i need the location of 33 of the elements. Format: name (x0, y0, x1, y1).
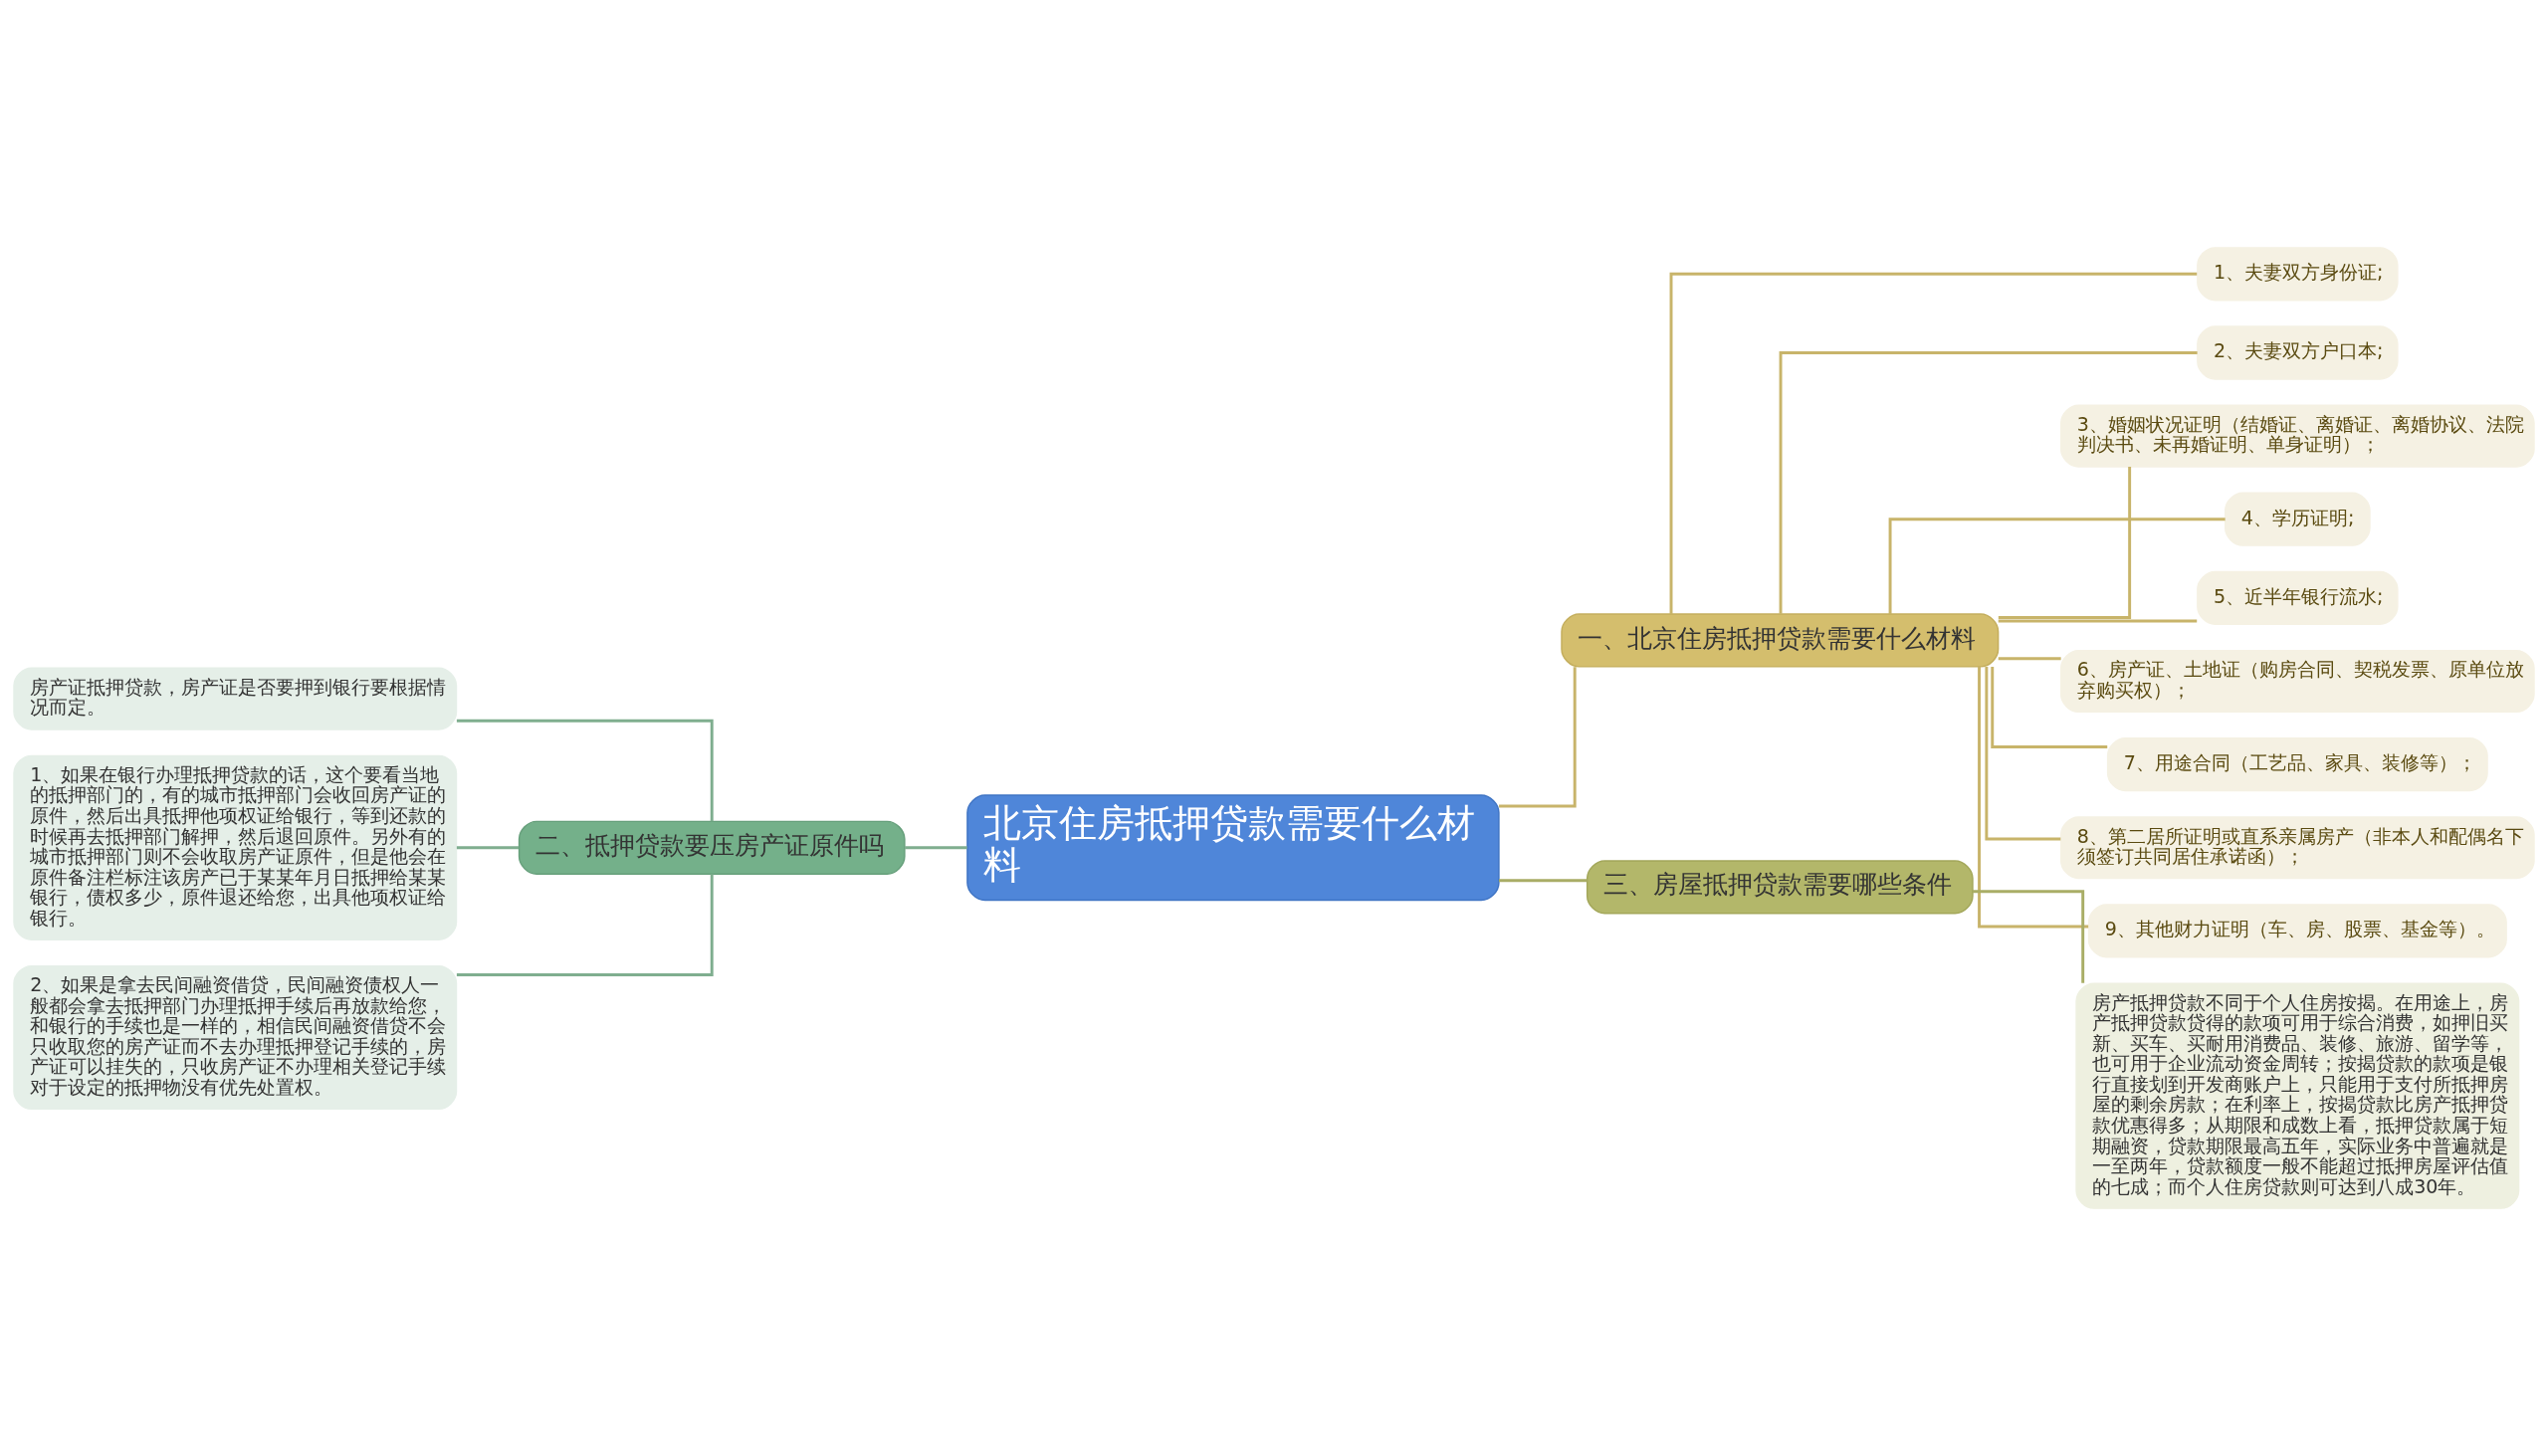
connector (1498, 879, 1588, 883)
connector (456, 719, 714, 822)
connector (1978, 667, 2089, 929)
node-box: 4、学历证明; (2225, 492, 2371, 546)
connector (1991, 666, 2108, 749)
node-box: 房产证抵押贷款，房产证是否要押到银行要根据情况而定。 (13, 667, 458, 730)
connector (1888, 518, 2226, 615)
connector (456, 846, 520, 850)
node-box: 9、其他财力证明（车、房、股票、基金等）。 (2087, 904, 2507, 958)
connector (1669, 272, 2198, 614)
node-box: 3、婚姻状况证明（结婚证、离婚证、离婚协议、法院判决书、未再婚证明、单身证明）； (2059, 404, 2535, 468)
node-box: 房产抵押贷款不同于个人住房按揭。在用途上，房产抵押贷款贷得的款项可用于综合消费，如押旧买新、买车、买耐用消费品、装修、旅游、留学等，也可用于企业流动资金周转；按揭贷款的款项是银行直接划到开发商账户上，只能用于支付所抵押房屋的剩余房款；在利率上，按揭贷款比房产抵押贷款优惠得多；从期限和成数上看，抵押贷款属于短期融资，贷款期限最高五年，实际业务中普遍就是一至两年，贷款额度一般不能超过抵押房屋评估值的七成；而个人住房贷款则可达到八成30年。 (2075, 982, 2520, 1209)
node-box: 1、如果在银行办理抵押贷款的话，这个要看当地的抵押部门的，有的城市抵押部门会收回房产证的原件，然后出具抵押他项权证给银行，等到还款的时候再去抵押部门解押，然后退回原件。另外有的城市抵押部门则不会收取房产证原件，但是他会在原件备注栏标注该房产已于某某年月日抵押给某某银行，债权多少，原件退还给您，出具他项权证给银行。 (13, 754, 458, 940)
connector (1998, 467, 2132, 619)
node-box: 2、夫妻双方户口本; (2197, 325, 2399, 380)
node-box: 一、北京住房抵押贷款需要什么材料 (1561, 613, 2000, 668)
node-box: 7、用途合同（工艺品、家具、装修等）； (2106, 737, 2488, 792)
node-box: 8、第二居所证明或直系亲属房产（非本人和配偶名下须签订共同居住承诺函）； (2059, 816, 2535, 880)
connector (1998, 657, 2061, 661)
node-box: 北京住房抵押贷款需要什么材料 (966, 794, 1500, 902)
connector (1998, 619, 2198, 623)
node-box: 二、抵押贷款要压房产证原件吗 (518, 820, 906, 875)
connector (1499, 667, 1577, 808)
node-box: 2、如果是拿去民间融资借贷，民间融资债权人一般都会拿去抵押部门办理抵押手续后再放款给您，和银行的手续也是一样的，相信民间融资借贷不会只收取您的房产证而不去办理抵押登记手续的，房产证可以挂失的，只收房产证不办理相关登记手续对于设定的抵押物没有优先处置权。 (13, 964, 458, 1111)
connector (1779, 351, 2198, 614)
connector (1985, 667, 2061, 841)
connector (1972, 890, 2085, 983)
node-box: 6、房产证、土地证（购房合同、契税发票、原单位放弃购买权）； (2059, 650, 2535, 714)
node-box: 三、房屋抵押贷款需要哪些条件 (1586, 860, 1974, 915)
node-box: 5、近半年银行流水; (2197, 570, 2399, 626)
node-box: 1、夫妻双方身份证; (2197, 247, 2399, 302)
connector (456, 874, 714, 976)
connector (905, 846, 967, 850)
